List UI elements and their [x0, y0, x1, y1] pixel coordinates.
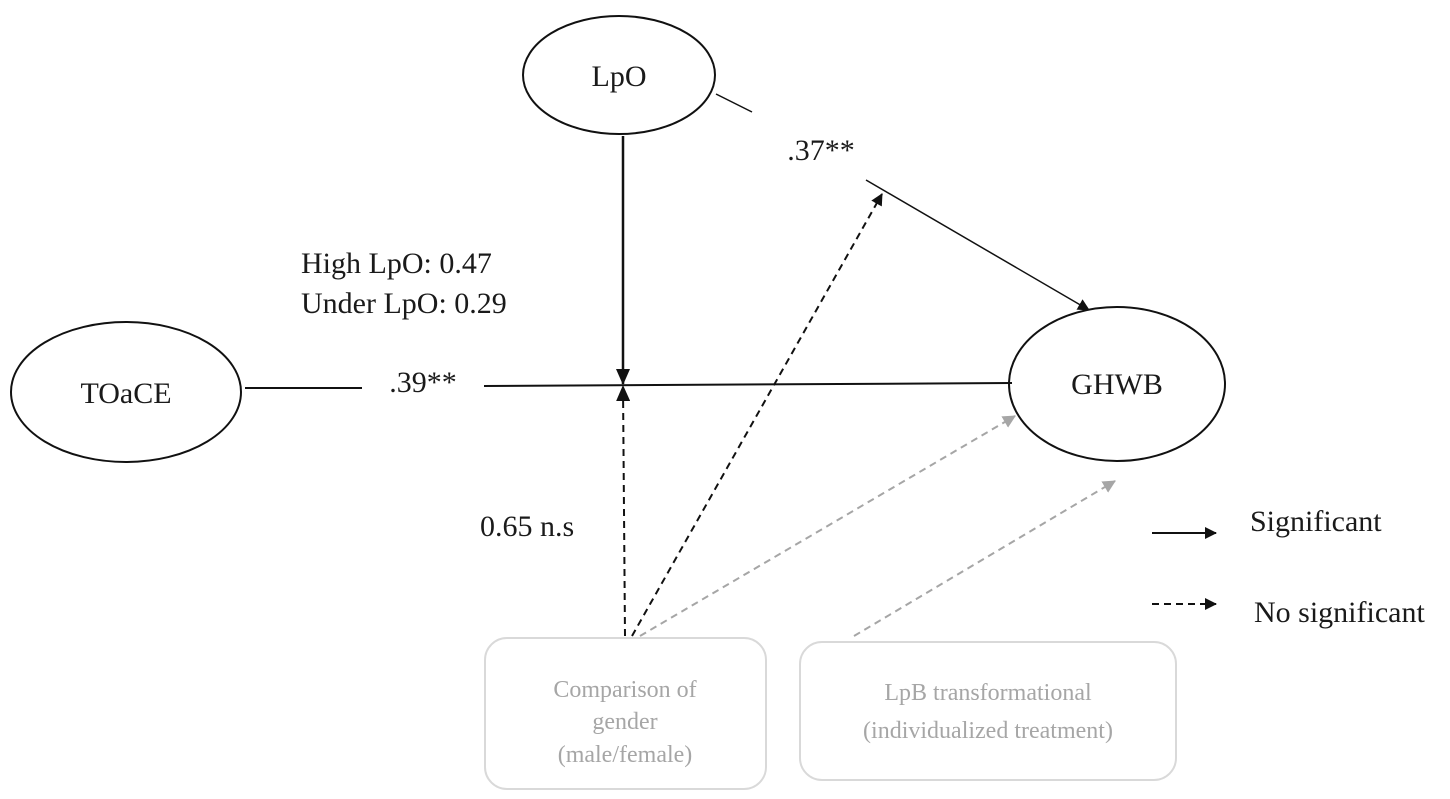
legend-significant-label: Significant [1250, 505, 1382, 538]
toace-node [10, 321, 242, 463]
gender-moderation-path [616, 385, 631, 637]
gender-box [484, 637, 767, 790]
lpo-node [522, 15, 716, 135]
gender-box-line-3: (male/female) [558, 742, 693, 768]
toace-ghwb-coefficient: .39** [389, 366, 457, 399]
toace-label: TOaCE [80, 377, 171, 410]
lpb-box-line-1: LpB transformational [884, 680, 1092, 706]
gender-lpo-ghwb-path [631, 193, 883, 637]
lpo-ghwb-path-upper [715, 93, 753, 113]
lpb-ghwb-path [853, 480, 1116, 637]
ghwb-label: GHWB [1071, 368, 1163, 401]
gender-box-line-2: gender [592, 709, 657, 735]
lpb-box [799, 641, 1177, 781]
lpo-ghwb-path-lower [865, 179, 1090, 311]
lpb-box-line-2: (individualized treatment) [863, 718, 1113, 744]
toace-ghwb-path-right [483, 382, 1013, 387]
moderation-high-label: High LpO: 0.47 [301, 247, 492, 280]
gender-ghwb-path [639, 415, 1016, 637]
lpo-ghwb-coefficient: .37** [787, 134, 855, 167]
moderation-under-label: Under LpO: 0.29 [301, 287, 507, 320]
gender-coefficient: 0.65 n.s [480, 510, 574, 543]
lpo-label: LpO [592, 60, 647, 93]
gender-box-line-1: Comparison of [553, 677, 696, 703]
legend-not-significant-label: No significant [1254, 596, 1425, 629]
